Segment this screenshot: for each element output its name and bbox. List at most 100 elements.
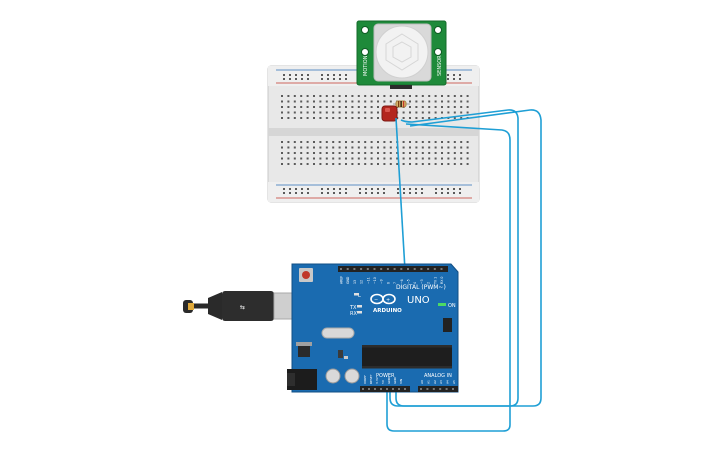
breadboard-hole[interactable] (313, 157, 315, 160)
power-pin-hole[interactable] (392, 388, 394, 390)
breadboard-hole[interactable] (377, 95, 379, 97)
breadboard-hole[interactable] (453, 157, 456, 160)
rail-hole[interactable] (383, 188, 385, 190)
breadboard-hole[interactable] (402, 95, 405, 97)
wire-ground[interactable] (386, 123, 511, 432)
breadboard-hole[interactable] (351, 163, 354, 165)
breadboard-hole[interactable] (293, 95, 296, 97)
breadboard-hole[interactable] (313, 111, 315, 114)
rail-hole[interactable] (327, 188, 329, 190)
breadboard-hole[interactable] (319, 117, 322, 119)
breadboard-hole[interactable] (357, 152, 360, 154)
breadboard-hole[interactable] (428, 106, 431, 108)
led[interactable] (381, 105, 398, 122)
breadboard-hole[interactable] (281, 100, 283, 103)
rail-hole[interactable] (283, 192, 285, 194)
breadboard-hole[interactable] (453, 117, 456, 119)
breadboard-hole[interactable] (434, 152, 437, 154)
rail-hole[interactable] (333, 192, 335, 194)
breadboard-hole[interactable] (287, 152, 290, 154)
breadboard-hole[interactable] (389, 152, 392, 154)
breadboard-hole[interactable] (460, 157, 463, 160)
breadboard-hole[interactable] (447, 152, 450, 154)
rail-hole[interactable] (459, 74, 461, 76)
analog-header[interactable] (418, 386, 458, 392)
breadboard-hole[interactable] (338, 152, 341, 154)
rail-hole[interactable] (333, 188, 335, 190)
rail-hole[interactable] (377, 188, 379, 190)
rail-hole[interactable] (403, 192, 405, 194)
breadboard-hole[interactable] (345, 157, 347, 160)
breadboard-hole[interactable] (332, 163, 335, 165)
rail-hole[interactable] (459, 78, 461, 80)
rail-hole[interactable] (295, 78, 297, 80)
pir-sensor[interactable]: MOTION SENSOR (356, 20, 447, 89)
breadboard-hole[interactable] (389, 146, 392, 149)
breadboard-hole[interactable] (293, 111, 296, 114)
breadboard-hole[interactable] (332, 152, 335, 154)
breadboard-hole[interactable] (306, 152, 309, 154)
breadboard-hole[interactable] (319, 146, 322, 149)
rail-hole[interactable] (415, 192, 417, 194)
breadboard-hole[interactable] (351, 141, 354, 143)
breadboard-hole[interactable] (402, 111, 405, 114)
breadboard-hole[interactable] (402, 146, 405, 149)
breadboard-hole[interactable] (300, 106, 303, 108)
breadboard[interactable] (267, 65, 480, 203)
breadboard-hole[interactable] (351, 117, 354, 119)
breadboard-hole[interactable] (396, 95, 399, 97)
breadboard-hole[interactable] (377, 146, 379, 149)
breadboard-hole[interactable] (319, 141, 322, 143)
rail-hole[interactable] (415, 188, 417, 190)
breadboard-hole[interactable] (415, 106, 418, 108)
breadboard-hole[interactable] (383, 100, 386, 103)
breadboard-hole[interactable] (319, 111, 322, 114)
breadboard-hole[interactable] (447, 163, 450, 165)
breadboard-hole[interactable] (300, 117, 303, 119)
breadboard-hole[interactable] (332, 95, 335, 97)
digital-pin-hole[interactable] (393, 268, 396, 270)
breadboard-hole[interactable] (415, 95, 418, 97)
breadboard-hole[interactable] (434, 95, 437, 97)
rail-hole[interactable] (345, 192, 347, 194)
breadboard-hole[interactable] (383, 146, 386, 149)
breadboard-hole[interactable] (441, 157, 443, 160)
breadboard-hole[interactable] (409, 111, 411, 114)
digital-pin-hole[interactable] (440, 268, 443, 270)
breadboard-hole[interactable] (345, 163, 347, 165)
breadboard-hole[interactable] (447, 100, 450, 103)
breadboard-hole[interactable] (357, 106, 360, 108)
rail-hole[interactable] (307, 188, 309, 190)
breadboard-hole[interactable] (357, 100, 360, 103)
breadboard-hole[interactable] (287, 106, 290, 108)
breadboard-hole[interactable] (396, 152, 399, 154)
rail-hole[interactable] (321, 192, 323, 194)
breadboard-hole[interactable] (370, 100, 373, 103)
breadboard-hole[interactable] (306, 163, 309, 165)
digital-pin-hole[interactable] (346, 268, 349, 270)
breadboard-hole[interactable] (287, 100, 290, 103)
breadboard-hole[interactable] (415, 117, 418, 119)
breadboard-hole[interactable] (434, 100, 437, 103)
wire-signal[interactable] (395, 117, 406, 271)
breadboard-hole[interactable] (377, 141, 379, 143)
breadboard-hole[interactable] (460, 163, 463, 165)
breadboard-hole[interactable] (383, 163, 386, 165)
breadboard-hole[interactable] (351, 95, 354, 97)
rail-hole[interactable] (359, 188, 361, 190)
breadboard-hole[interactable] (383, 95, 386, 97)
rail-hole[interactable] (321, 78, 323, 80)
digital-pin-hole[interactable] (366, 268, 369, 270)
breadboard-hole[interactable] (447, 157, 450, 160)
digital-pin-hole[interactable] (340, 268, 342, 270)
breadboard-hole[interactable] (377, 152, 379, 154)
breadboard-hole[interactable] (293, 146, 296, 149)
rail-hole[interactable] (447, 188, 449, 190)
digital-pin-hole[interactable] (427, 268, 430, 270)
breadboard-hole[interactable] (370, 157, 373, 160)
breadboard-hole[interactable] (428, 163, 431, 165)
breadboard-hole[interactable] (325, 163, 328, 165)
breadboard-hole[interactable] (370, 146, 373, 149)
breadboard-hole[interactable] (300, 100, 303, 103)
breadboard-hole[interactable] (377, 100, 379, 103)
